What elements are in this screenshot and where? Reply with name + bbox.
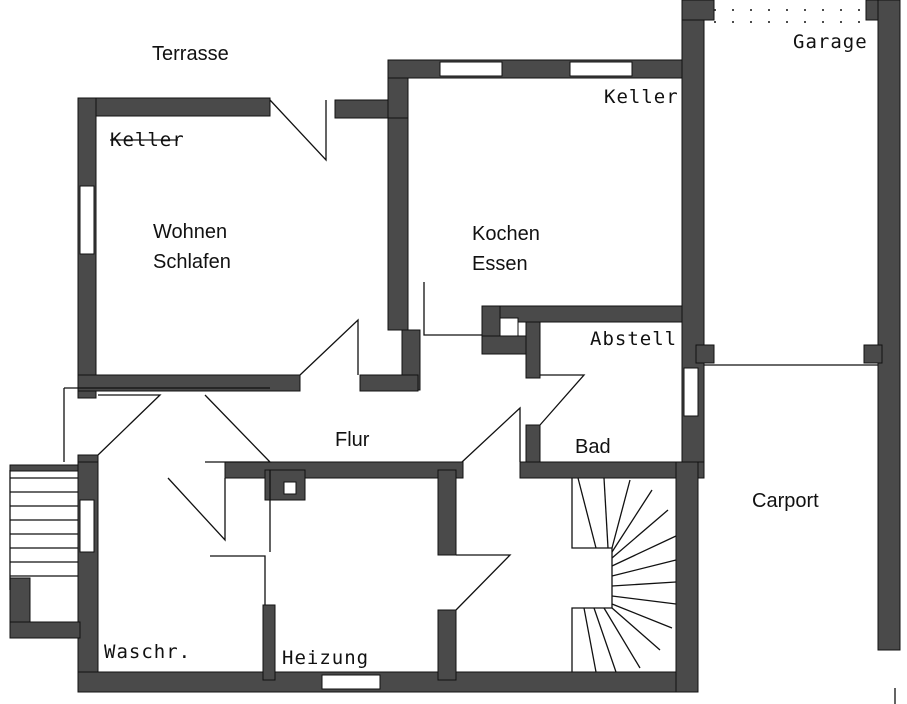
walls xyxy=(9,0,901,693)
door-abstell xyxy=(539,374,586,426)
wall-garage-topcap xyxy=(681,0,715,21)
wall-kochen-top xyxy=(387,59,699,79)
window-kochen-2 xyxy=(569,61,633,77)
label-essen: Essen xyxy=(472,253,528,275)
door-wohnen xyxy=(299,318,359,376)
chimney-flue-2 xyxy=(499,317,519,337)
label-bad: Bad xyxy=(575,436,611,458)
label-terrasse: Terrasse xyxy=(152,43,229,65)
stairs xyxy=(9,470,677,673)
wall-flur-bottom xyxy=(224,461,464,479)
wall-top-left xyxy=(77,97,271,117)
label-wohnen: Wohnen xyxy=(153,221,227,243)
label-flur: Flur xyxy=(335,429,370,451)
window-waschr xyxy=(79,499,95,553)
window-wohnen xyxy=(79,185,95,255)
label-waschr: Waschr. xyxy=(104,641,191,663)
label-schlafen: Schlafen xyxy=(153,251,231,273)
wall-flur-top xyxy=(359,374,419,392)
door-waschr xyxy=(167,477,226,542)
wall-wohnen-bottom xyxy=(77,374,301,392)
door-heizung-left xyxy=(210,555,266,605)
wall-heizung-left-lower xyxy=(262,604,276,681)
wall-stair-bottom xyxy=(9,621,81,639)
label-abstell: Abstell xyxy=(590,328,677,350)
wall-carport-joint xyxy=(863,344,883,364)
door-heizung-right xyxy=(455,554,512,611)
wall-middle xyxy=(387,117,409,331)
window-kochen-1 xyxy=(439,61,503,77)
room-labels: Terrasse Keller Wohnen Schlafen Keller K… xyxy=(104,31,868,669)
wall-garage-joint xyxy=(695,344,715,364)
wall-abstell-left xyxy=(525,321,541,379)
chimney-flue-1 xyxy=(283,481,297,495)
stair-top-edge xyxy=(9,464,79,472)
wall-bottom xyxy=(77,671,699,693)
wall-garage-right xyxy=(877,0,901,651)
door-flur-mid xyxy=(204,394,272,463)
label-kochen: Kochen xyxy=(472,223,540,245)
door-kochen xyxy=(423,282,482,336)
label-heizung: Heizung xyxy=(282,647,369,669)
windows xyxy=(79,61,699,690)
window-heizung xyxy=(321,674,381,690)
garage-carport xyxy=(704,9,896,704)
wall-lower-left xyxy=(77,461,99,693)
label-keller-right: Keller xyxy=(604,86,679,108)
label-carport: Carport xyxy=(752,490,819,512)
door-flur-left xyxy=(97,394,162,456)
window-bad xyxy=(683,367,699,417)
doors xyxy=(63,99,586,611)
wall-heizung-right-upper xyxy=(437,469,457,556)
wall-lower-right xyxy=(675,461,699,693)
door-terrasse xyxy=(269,99,327,162)
wall-bad-bottom xyxy=(519,461,705,479)
door-bad xyxy=(461,406,521,463)
label-garage: Garage xyxy=(793,31,868,53)
wall-heizung-right-lower xyxy=(437,609,457,681)
